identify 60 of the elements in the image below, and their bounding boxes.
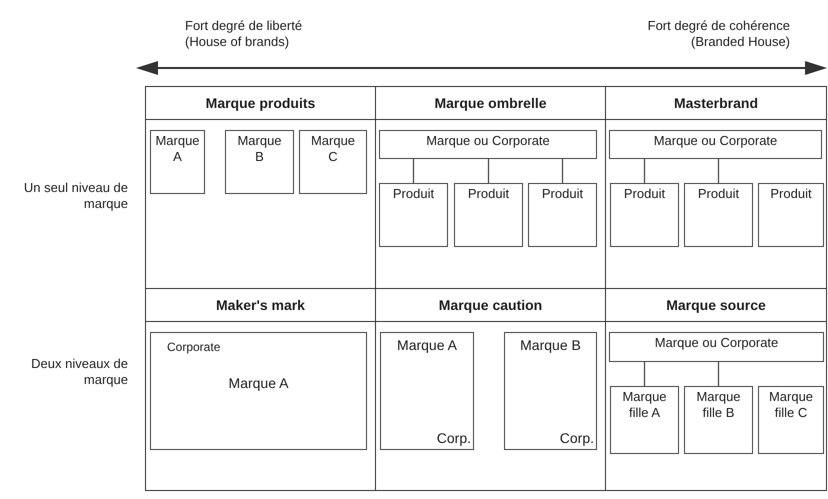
brand-type-panel <box>145 86 376 289</box>
brand-box <box>610 183 679 247</box>
brand-box <box>379 130 597 159</box>
axis-end-label: Fort degré de cohérence (Branded House) <box>646 18 790 50</box>
panel-heading: Maker's mark <box>146 289 375 322</box>
connector-line <box>488 159 490 183</box>
corner-text: Corporate <box>167 339 220 355</box>
brand-box <box>150 130 205 194</box>
row-label: Un seul niveau de marque <box>22 180 128 212</box>
box-text: Marque A <box>155 133 200 165</box>
brand-box <box>609 332 824 362</box>
connector-line <box>718 362 720 386</box>
panel-heading: Marque ombrelle <box>376 87 605 120</box>
brand-box <box>758 183 824 247</box>
box-text: Marque ou Corporate <box>425 133 551 149</box>
axis-end-label: Fort degré de liberté (House of brands) <box>185 18 304 50</box>
panel-heading: Marque produits <box>146 87 375 120</box>
corner-text: Corp. <box>436 430 471 446</box>
panel-heading: Masterbrand <box>606 87 826 120</box>
box-text: Produit <box>542 186 584 202</box>
box-text: Marque fille B <box>696 389 741 421</box>
brand-type-panel <box>145 288 376 491</box>
corner-text: Corp. <box>560 430 594 446</box>
brand-box <box>610 386 679 454</box>
brand-box <box>299 130 367 194</box>
brand-box <box>758 386 824 454</box>
brand-box <box>684 386 753 454</box>
row-label: Deux niveaux de marque <box>30 356 128 388</box>
box-text: Produit <box>698 186 740 202</box>
brand-box <box>150 332 367 450</box>
connector-line <box>644 159 646 183</box>
connector-line <box>718 159 720 183</box>
brand-box <box>454 183 523 247</box>
brand-type-panel <box>605 288 827 491</box>
box-text: Marque ou Corporate <box>652 133 778 149</box>
box-text: Produit <box>770 186 812 202</box>
panel-heading: Marque source <box>606 289 826 322</box>
brand-box <box>528 183 597 247</box>
connector-line <box>562 159 564 183</box>
panel-heading: Marque caution <box>376 289 605 322</box>
box-text: Marque fille A <box>622 389 667 421</box>
connector-line <box>412 159 414 183</box>
box-text: Produit <box>468 186 510 202</box>
box-text: Marque B <box>237 133 282 165</box>
brand-box <box>225 130 294 194</box>
connector-line <box>644 362 646 386</box>
brand-box <box>504 332 597 450</box>
box-text: Produit <box>392 186 434 202</box>
brand-box <box>609 130 822 159</box>
brand-box <box>379 183 448 247</box>
box-text: Marque B <box>519 337 582 353</box>
box-text: Marque A <box>396 337 458 353</box>
box-text: Produit <box>624 186 666 202</box>
box-text: Marque ou Corporate <box>654 335 780 351</box>
box-text: Marque A <box>228 375 290 391</box>
box-text: Marque C <box>310 133 356 165</box>
box-text: Marque fille C <box>768 389 814 421</box>
brand-box <box>380 332 474 450</box>
brand-box <box>684 183 753 247</box>
brand-type-panel <box>605 86 827 289</box>
